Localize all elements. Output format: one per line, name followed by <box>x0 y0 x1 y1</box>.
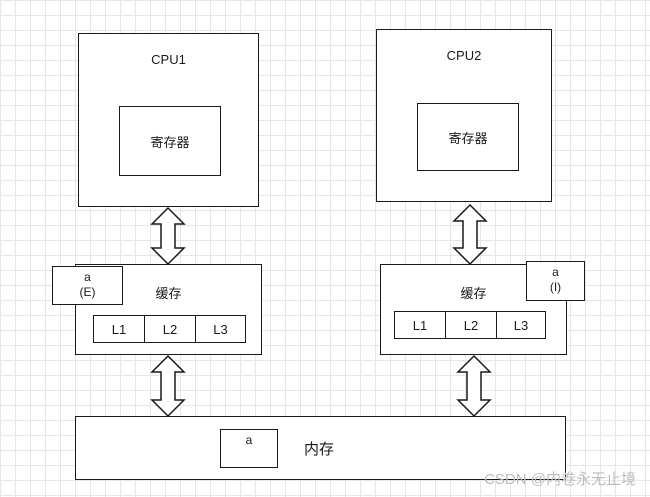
cpu1-register: 寄存器 <box>119 106 221 176</box>
cache2-title: 缓存 <box>460 286 487 301</box>
memory-cell-value: a <box>245 433 253 447</box>
cpu2-register: 寄存器 <box>417 103 519 171</box>
cache1-levels: L1 L2 L3 <box>93 315 246 343</box>
cache2-level-l1: L1 <box>395 312 446 338</box>
cpu1-register-label: 寄存器 <box>150 134 190 150</box>
memory-title: 内存 <box>304 441 335 458</box>
cpu1-box: CPU1 寄存器 <box>78 33 259 207</box>
cpu2-box: CPU2 寄存器 <box>376 29 552 202</box>
cache1-level-l2: L2 <box>145 316 196 342</box>
cache2-level-l2: L2 <box>446 312 497 338</box>
cache1-level-l1: L1 <box>94 316 145 342</box>
cache2-memory-arrow <box>456 354 492 418</box>
cache1-tag-value: a <box>84 270 91 284</box>
cache2-levels: L1 L2 L3 <box>394 311 546 339</box>
cache1-line-tag: a (E) <box>52 266 123 305</box>
cache2-tag-state: (I) <box>549 280 562 294</box>
cache1-box: 缓存 L1 L2 L3 <box>75 264 262 355</box>
cache2-level-l3: L3 <box>513 317 529 333</box>
cache1-memory-arrow <box>150 354 186 418</box>
cache1-tag-state: (E) <box>79 285 96 299</box>
cpu2-register-label: 寄存器 <box>448 130 488 146</box>
cache1-level-l3: L3 <box>213 321 228 337</box>
memory-cell: a <box>220 429 278 468</box>
cache1-title: 缓存 <box>155 286 182 301</box>
cpu1-cache1-arrow <box>150 206 186 266</box>
memory-box: a 内存 <box>75 416 566 480</box>
cache2-line-tag: a (I) <box>526 261 585 301</box>
cpu2-cache2-arrow <box>452 203 488 266</box>
cpu2-title: CPU2 <box>446 48 482 63</box>
cpu1-title: CPU1 <box>151 52 186 67</box>
cache2-tag-value: a <box>552 265 559 279</box>
watermark: CSDN @内卷永无止境 <box>484 471 636 488</box>
